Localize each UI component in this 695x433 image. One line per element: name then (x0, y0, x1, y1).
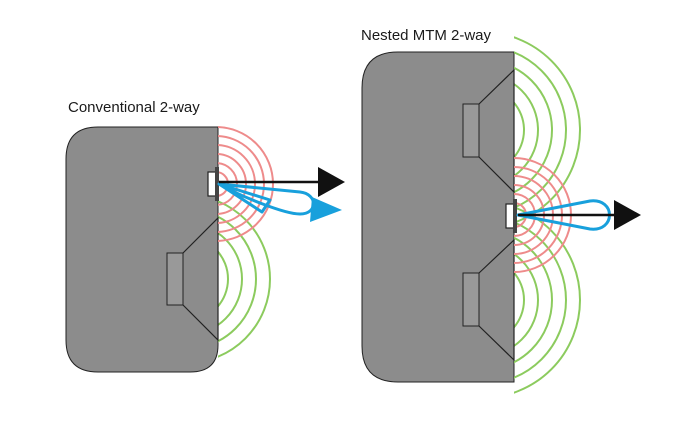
woofer-magnet-left (166, 252, 184, 306)
tweeter-flange-left (215, 167, 219, 201)
cabinet-left (65, 126, 219, 373)
lower-woofer-cone (478, 238, 515, 362)
caption-nested-mtm-2-way: Nested MTM 2-way (361, 27, 492, 44)
lobe-arrowhead-left (310, 197, 342, 222)
caption-conventional-2-way: Conventional 2-way (68, 99, 200, 116)
dispersion-lobe-left (217, 182, 315, 216)
woofer-waves-left (218, 200, 271, 358)
upper-woofer-cone (478, 68, 515, 194)
axis-arrowhead-left (318, 167, 345, 197)
conventional-2-way-diagram (65, 126, 345, 373)
nested-mtm-2-way-diagram (361, 36, 641, 394)
lower-woofer-waves (514, 206, 581, 394)
upper-woofer-magnet (462, 103, 480, 158)
upper-woofer-waves (514, 36, 581, 224)
tweeter-flange-right (513, 199, 517, 233)
cabinet-right (361, 51, 515, 383)
lower-woofer-magnet (462, 272, 480, 327)
axis-arrowhead-right (614, 200, 641, 230)
woofer-cone-left (182, 216, 219, 342)
